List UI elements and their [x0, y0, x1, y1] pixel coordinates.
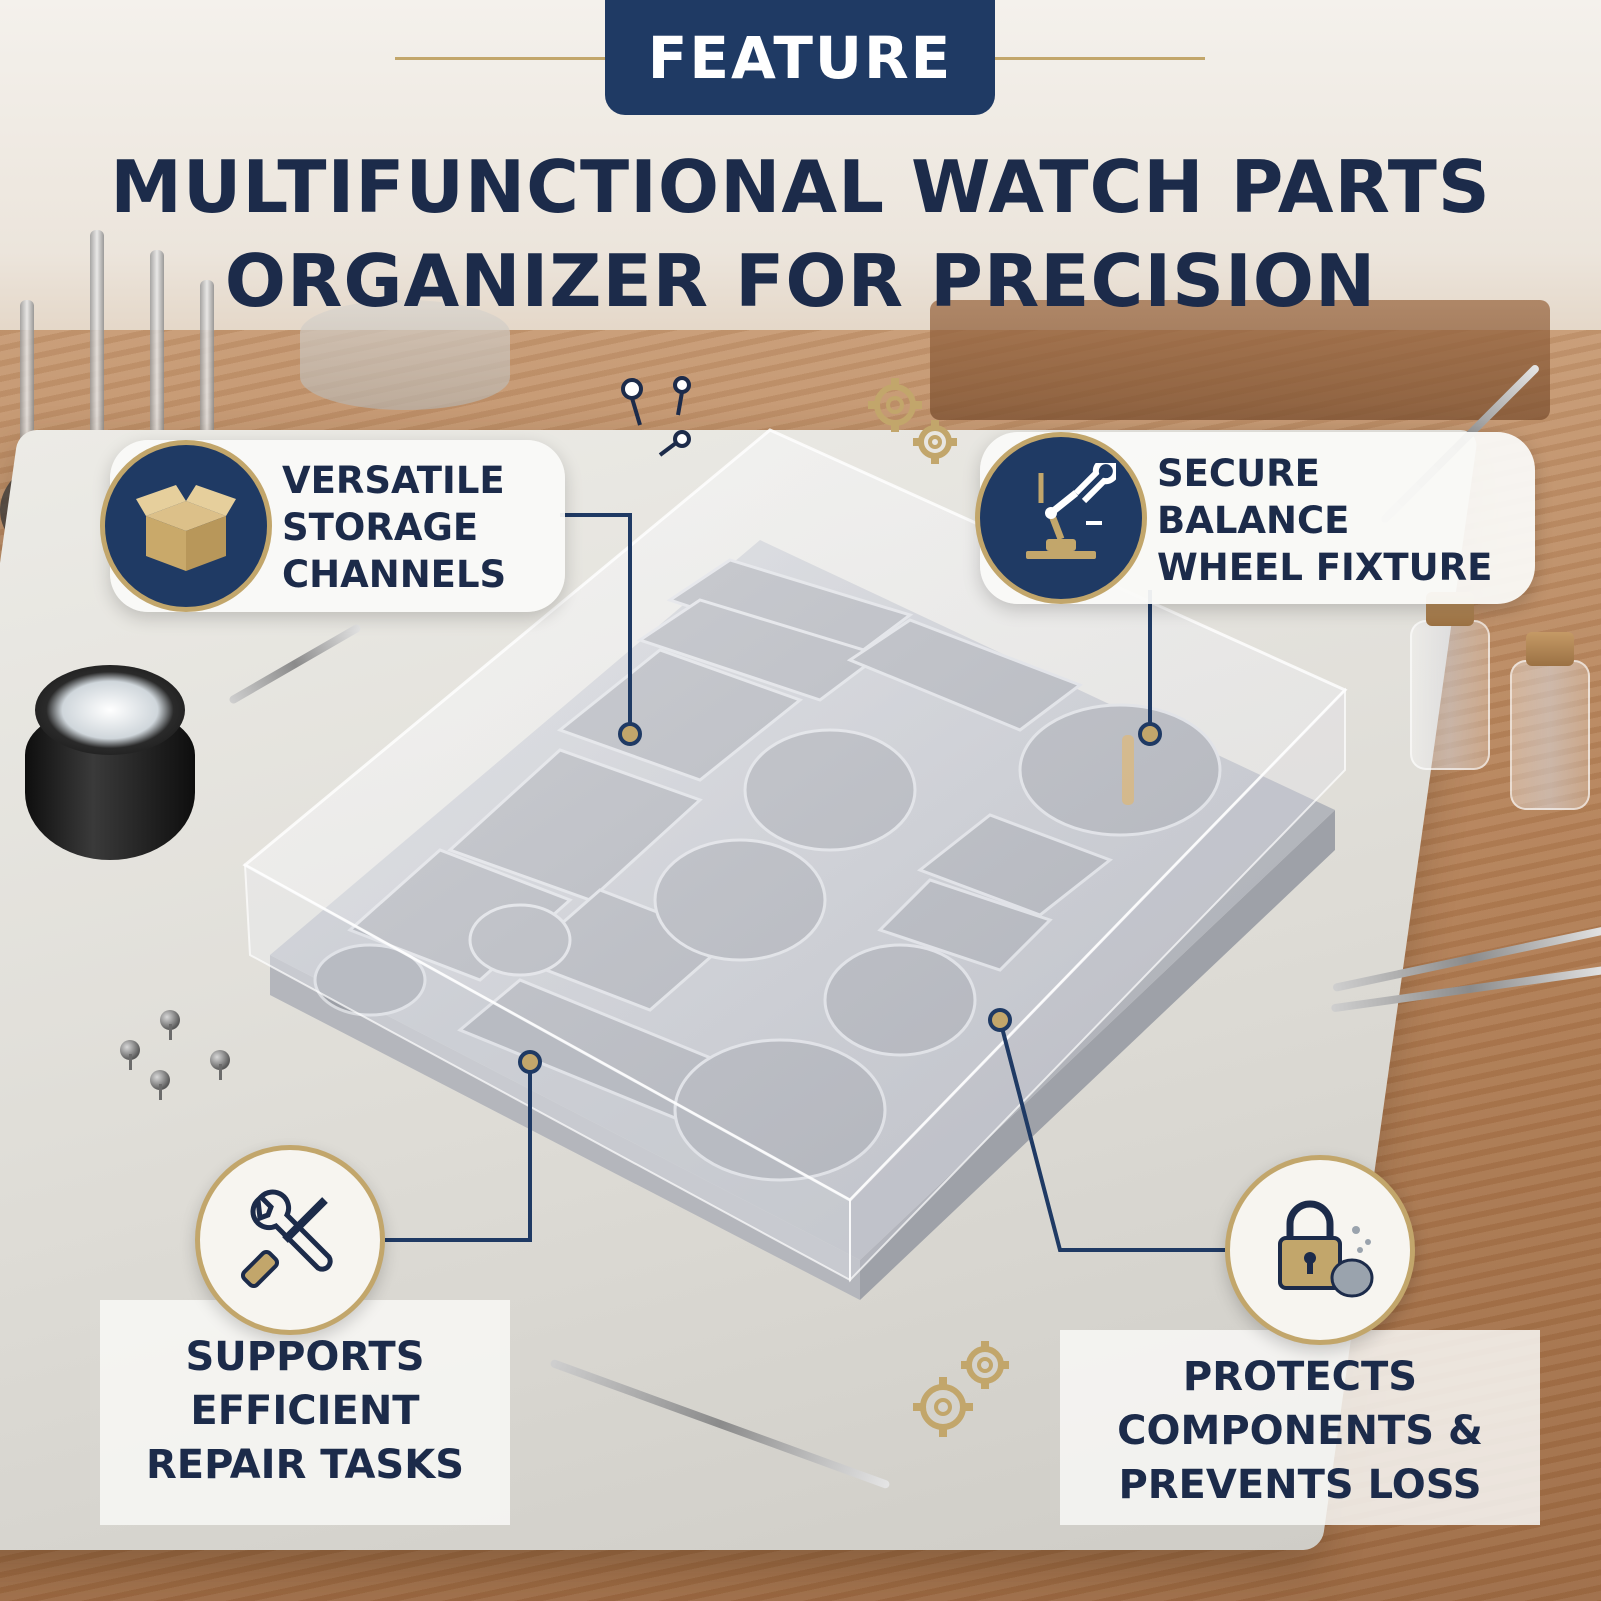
screws-icon — [621, 376, 691, 457]
glass-jar — [1410, 592, 1490, 770]
callout-repair-medal — [195, 1145, 385, 1335]
page-title-line-1: MULTIFUNCTIONAL WATCH PARTS — [110, 145, 1491, 229]
callout-storage-text: VERSATILE STORAGE CHANNELS — [282, 459, 507, 596]
page-title-line-2: ORGANIZER FOR PRECISION — [224, 239, 1377, 323]
repair-arm-wrench-icon — [1026, 463, 1116, 559]
callout-dot — [988, 1008, 1012, 1032]
loose-screw — [150, 1070, 170, 1100]
loose-screw — [160, 1010, 180, 1040]
callout-repair-panel — [100, 1300, 510, 1525]
jeweler-loupe — [20, 665, 210, 875]
padlock-dust-icon — [1278, 1200, 1374, 1298]
callout-balance-medal — [975, 432, 1147, 604]
callout-protect-panel — [1060, 1330, 1540, 1525]
loose-screw — [120, 1040, 140, 1070]
callout-protect-medal — [1225, 1155, 1415, 1345]
feature-badge-label: FEATURE — [647, 23, 953, 92]
glass-jar — [1510, 632, 1590, 810]
metal-canister — [300, 300, 510, 410]
stand-tool — [200, 280, 214, 470]
stand-tool — [90, 230, 104, 490]
callout-balance-text: SECURE BALANCE WHEEL FIXTURE — [1157, 452, 1493, 589]
callout-storage-medal — [100, 440, 272, 612]
wrench-screwdriver-icon — [240, 1189, 333, 1289]
page-title: MULTIFUNCTIONAL WATCH PARTS ORGANIZER FO… — [0, 140, 1601, 328]
gears-icon — [868, 378, 957, 464]
stand-tool — [150, 250, 164, 480]
callout-protect-text: PROTECTS COMPONENTS & PREVENTS LOSS — [1117, 1354, 1483, 1508]
acrylic-lid-side — [849, 687, 1346, 1283]
callout-dot — [618, 722, 642, 746]
callout-dot — [518, 1050, 542, 1074]
feature-badge: FEATURE — [605, 0, 995, 115]
tray-round-well — [313, 943, 427, 1017]
callout-dot — [1138, 722, 1162, 746]
header-rule-right — [995, 57, 1205, 60]
open-box-icon — [136, 485, 236, 571]
gears-icon — [913, 1341, 1009, 1437]
loose-screw — [210, 1050, 230, 1080]
callout-repair-text: SUPPORTS EFFICIENT REPAIR TASKS — [145, 1334, 465, 1488]
wooden-tool-tray — [930, 300, 1550, 420]
header-rule-left — [395, 57, 605, 60]
